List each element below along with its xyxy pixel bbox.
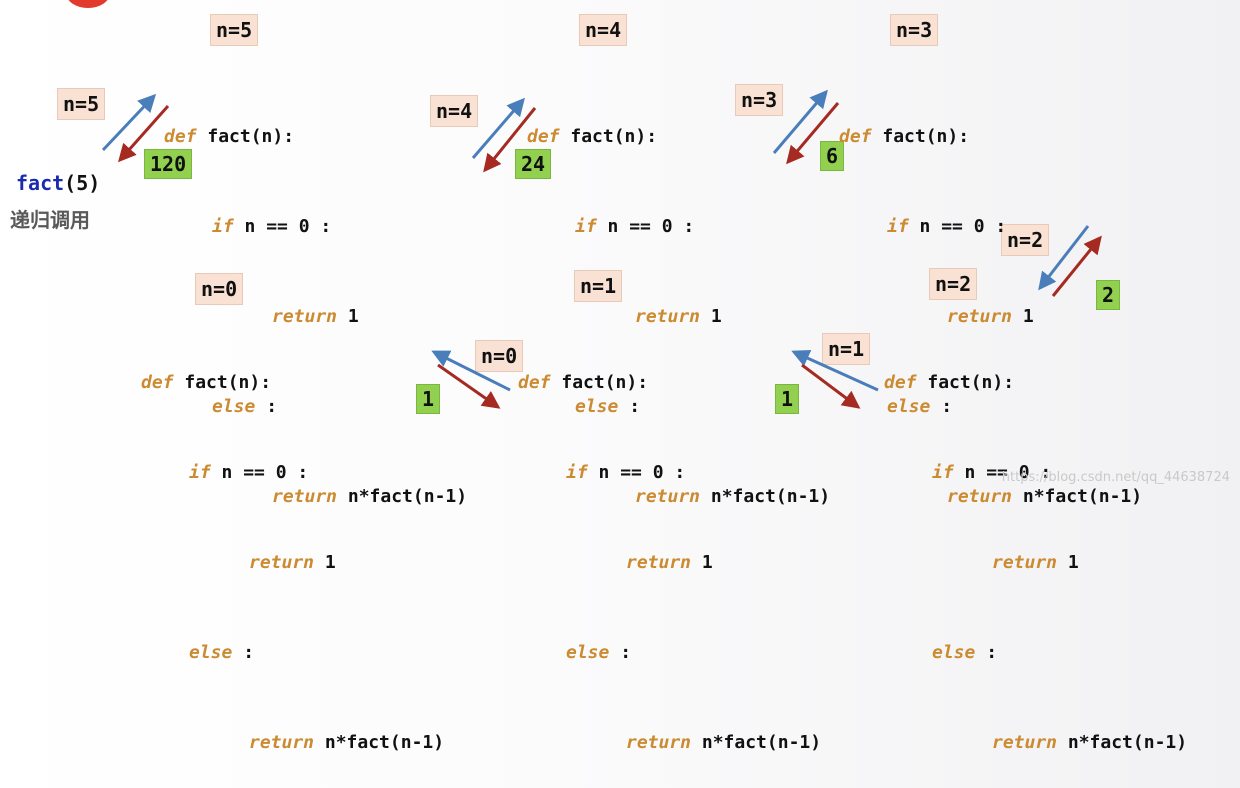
return-keyword: return	[635, 306, 701, 327]
condition: n == 0 :	[598, 462, 686, 483]
return-keyword: return	[626, 552, 692, 573]
else-colon: :	[620, 642, 632, 663]
base-value: 1	[324, 552, 336, 573]
def-keyword: def	[164, 126, 197, 147]
watermark: https://blog.csdn.net/qq_44638724	[1001, 470, 1230, 485]
else-keyword: else	[212, 396, 256, 417]
return-keyword: return	[992, 552, 1058, 573]
return-keyword: return	[249, 552, 315, 573]
frame-label-n0: n=0	[195, 273, 244, 305]
else-keyword: else	[932, 642, 976, 663]
frame-label-n2: n=2	[929, 268, 978, 300]
recursive-expression: n*fact(n-1)	[1067, 732, 1188, 753]
call-arrow-n4	[471, 97, 525, 159]
return-value-24: 24	[515, 149, 552, 179]
call-label-n4: n=4	[430, 95, 479, 127]
return-keyword: return	[626, 732, 692, 753]
function-signature: fact(n):	[570, 126, 658, 147]
else-colon: :	[266, 396, 278, 417]
call-arrow-n0	[431, 350, 511, 392]
return-value-2: 2	[1096, 280, 1121, 310]
if-keyword: if	[212, 216, 234, 237]
call-arrow-n2	[1038, 225, 1090, 291]
if-keyword: if	[887, 216, 909, 237]
else-colon: :	[941, 396, 953, 417]
else-keyword: else	[189, 642, 233, 663]
function-name: fact	[16, 171, 65, 195]
call-label-n3: n=3	[735, 84, 784, 116]
return-arrow-2	[1051, 235, 1102, 297]
else-keyword: else	[887, 396, 931, 417]
call-arrow-n3	[772, 89, 828, 154]
call-label-n2: n=2	[1001, 224, 1050, 256]
def-keyword: def	[839, 126, 872, 147]
function-signature: fact(n):	[184, 372, 272, 393]
condition: n == 0 :	[221, 462, 309, 483]
function-signature: fact(n):	[207, 126, 295, 147]
function-signature: fact(n):	[927, 372, 1015, 393]
function-signature: fact(n):	[561, 372, 649, 393]
else-keyword: else	[575, 396, 619, 417]
else-colon: :	[986, 642, 998, 663]
arrows-layer	[101, 89, 1102, 409]
def-keyword: def	[141, 372, 174, 393]
base-value: 1	[1067, 552, 1079, 573]
frame-label-n3: n=3	[890, 14, 939, 46]
condition: n == 0 :	[607, 216, 695, 237]
return-value-1-from-n1: 1	[775, 384, 800, 414]
if-keyword: if	[575, 216, 597, 237]
return-value-120: 120	[144, 149, 193, 179]
call-label-n1: n=1	[822, 333, 871, 365]
initial-call: fact(5)	[16, 171, 100, 195]
code-block-n3: def fact(n): if n == 0 : return 1 else :…	[839, 62, 1142, 542]
base-value: 1	[347, 306, 359, 327]
call-arrow-n5	[101, 93, 157, 152]
recursive-expression: n*fact(n-1)	[701, 732, 822, 753]
return-arrow-1-from-n0	[437, 363, 501, 409]
return-keyword: return	[992, 732, 1058, 753]
def-keyword: def	[527, 126, 560, 147]
return-arrow-120	[118, 105, 170, 163]
frame-label-n5: n=5	[210, 14, 259, 46]
frame-label-n1: n=1	[574, 270, 623, 302]
function-signature: fact(n):	[882, 126, 970, 147]
function-args: (5)	[64, 171, 101, 195]
return-keyword: return	[249, 732, 315, 753]
def-keyword: def	[518, 372, 551, 393]
recursive-expression: n*fact(n-1)	[324, 732, 445, 753]
if-keyword: if	[189, 462, 211, 483]
return-arrow-1-from-n1	[801, 363, 861, 409]
call-label-n5: n=5	[57, 88, 106, 120]
return-value-6: 6	[820, 141, 845, 171]
def-keyword: def	[884, 372, 917, 393]
return-arrow-24	[483, 107, 537, 173]
frame-label-n4: n=4	[579, 14, 628, 46]
if-keyword: if	[932, 462, 954, 483]
base-value: 1	[710, 306, 722, 327]
base-value: 1	[1022, 306, 1034, 327]
call-label-n0: n=0	[475, 340, 524, 372]
red-shape	[66, 0, 110, 8]
else-keyword: else	[566, 642, 610, 663]
caption: 递归调用	[10, 208, 90, 232]
return-keyword: return	[947, 306, 1013, 327]
condition: n == 0 :	[964, 462, 1052, 483]
return-arrow-6	[786, 102, 840, 165]
base-value: 1	[701, 552, 713, 573]
call-arrow-n1	[791, 349, 879, 392]
return-value-1-from-n0: 1	[416, 384, 441, 414]
return-keyword: return	[272, 306, 338, 327]
condition: n == 0 :	[244, 216, 332, 237]
if-keyword: if	[566, 462, 588, 483]
else-colon: :	[629, 396, 641, 417]
condition: n == 0 :	[919, 216, 1007, 237]
else-colon: :	[243, 642, 255, 663]
